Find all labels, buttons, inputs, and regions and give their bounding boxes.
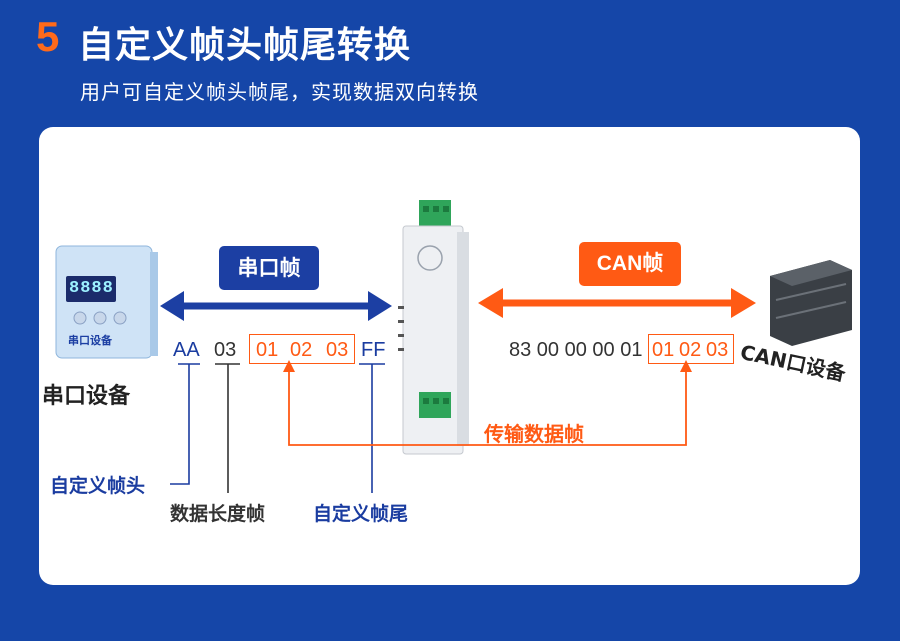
page-subtitle: 用户可自定义帧头帧尾，实现数据双向转换 <box>80 80 479 104</box>
can-frame-badge: CAN帧 <box>579 242 681 286</box>
data-length-label: 数据长度帧 <box>170 503 266 525</box>
serial-data-byte: 01 <box>256 339 279 361</box>
can-frame-prefix: 83 00 00 00 01 <box>509 339 643 361</box>
serial-device-label: 串口设备 <box>42 384 131 409</box>
serial-device-display: 8888 <box>69 279 114 298</box>
custom-tail-label: 自定义帧尾 <box>313 503 409 525</box>
double-arrow-orange-icon <box>478 288 756 318</box>
serial-data-box <box>249 334 355 364</box>
can-data-byte: 01 <box>652 339 675 361</box>
serial-frame-tail: FF <box>361 339 386 361</box>
section-number: 5 <box>36 13 60 60</box>
double-arrow-blue-icon <box>160 291 392 321</box>
transfer-label: 传输数据帧 <box>484 422 584 446</box>
can-data-byte: 03 <box>706 339 729 361</box>
custom-head-label: 自定义帧头 <box>50 475 146 497</box>
converter-module-icon <box>398 200 469 455</box>
can-data-box <box>648 334 734 364</box>
page-title: 自定义帧头帧尾转换 <box>78 25 412 66</box>
can-device-icon <box>770 260 852 346</box>
serial-frame-badge: 串口帧 <box>219 246 319 290</box>
serial-frame-head: AA <box>173 339 200 361</box>
serial-device-icon <box>55 245 158 359</box>
can-data-byte: 02 <box>679 339 702 361</box>
serial-data-byte: 02 <box>290 339 313 361</box>
annotation-lines <box>170 360 692 493</box>
serial-frame-length: 03 <box>214 339 237 361</box>
serial-data-byte: 03 <box>326 339 349 361</box>
serial-device-panel-text: 串口设备 <box>68 334 112 347</box>
